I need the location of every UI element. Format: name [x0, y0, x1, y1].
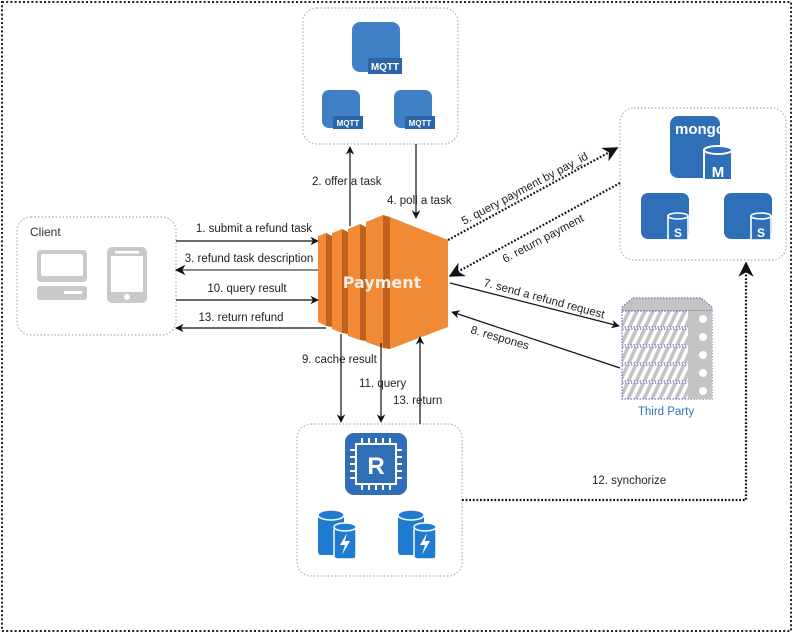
edge-1-label: 1. submit a refund task — [196, 223, 313, 235]
redis-icon[interactable]: R — [345, 433, 407, 495]
mongo-secondary-badge: S — [757, 226, 765, 240]
mongo-primary[interactable]: mongo M — [670, 116, 733, 181]
edge-13a-label: 13. return refund — [198, 312, 283, 324]
third-party-label: Third Party — [638, 406, 694, 418]
mqtt-badge: MQTT — [409, 119, 432, 128]
edge-11-label: 11. query — [359, 378, 406, 390]
edge-12-label: 12. synchorize — [592, 475, 666, 487]
mqtt-badge: MQTT — [337, 119, 360, 128]
mongo-group[interactable]: mongo M S S — [619, 107, 787, 261]
edge-9-label: 9. cache result — [302, 354, 378, 366]
edge-13b-label: 13. return — [393, 395, 442, 407]
database-icon — [703, 145, 733, 181]
third-party-server[interactable]: Third Party — [621, 297, 713, 418]
edge-10-label: 10. query result — [207, 283, 287, 295]
edge-8-line[interactable] — [451, 310, 621, 369]
mongo-title: mongo — [675, 121, 725, 138]
mqtt-group[interactable]: MQTT MQTT MQTT — [302, 7, 459, 145]
edge-5-line[interactable] — [447, 147, 619, 241]
cache-node-right[interactable] — [397, 509, 437, 560]
redis-group[interactable]: R — [296, 423, 463, 577]
mongo-secondary-right[interactable]: S — [724, 193, 772, 241]
mqtt-badge: MQTT — [371, 62, 399, 73]
edge-6-label: 6. return payment — [501, 212, 587, 265]
edge-3-label: 3. refund task description — [185, 253, 314, 265]
edge-7-line[interactable] — [449, 282, 620, 329]
mongo-secondary-badge: S — [674, 226, 682, 240]
edge-5-label: 5. query payment by pay_id — [460, 151, 590, 228]
edge-6-line[interactable] — [448, 182, 621, 277]
edge-12-line[interactable] — [462, 261, 754, 502]
mqtt-broker-left[interactable]: MQTT — [322, 90, 363, 129]
lightning-icon — [340, 533, 350, 555]
payment-service[interactable]: Payment — [318, 215, 448, 349]
edge-2-label: 2. offer a task — [312, 176, 382, 188]
desktop-icon — [37, 250, 87, 300]
mobile-icon — [107, 247, 147, 303]
edge-7-label: 7. send a refund request — [482, 277, 606, 321]
mqtt-broker-right[interactable]: MQTT — [394, 90, 435, 129]
cache-node-left[interactable] — [317, 509, 357, 560]
redis-badge: R — [367, 453, 384, 480]
payment-label: Payment — [343, 273, 422, 292]
edge-4-label: 4. poll a task — [387, 195, 452, 207]
client-group[interactable]: Client — [16, 216, 177, 336]
mqtt-broker-main[interactable]: MQTT — [352, 22, 402, 74]
mongo-primary-badge: M — [712, 164, 725, 181]
lightning-icon — [420, 533, 430, 555]
client-label: Client — [30, 225, 61, 239]
mongo-secondary-left[interactable]: S — [641, 193, 689, 241]
